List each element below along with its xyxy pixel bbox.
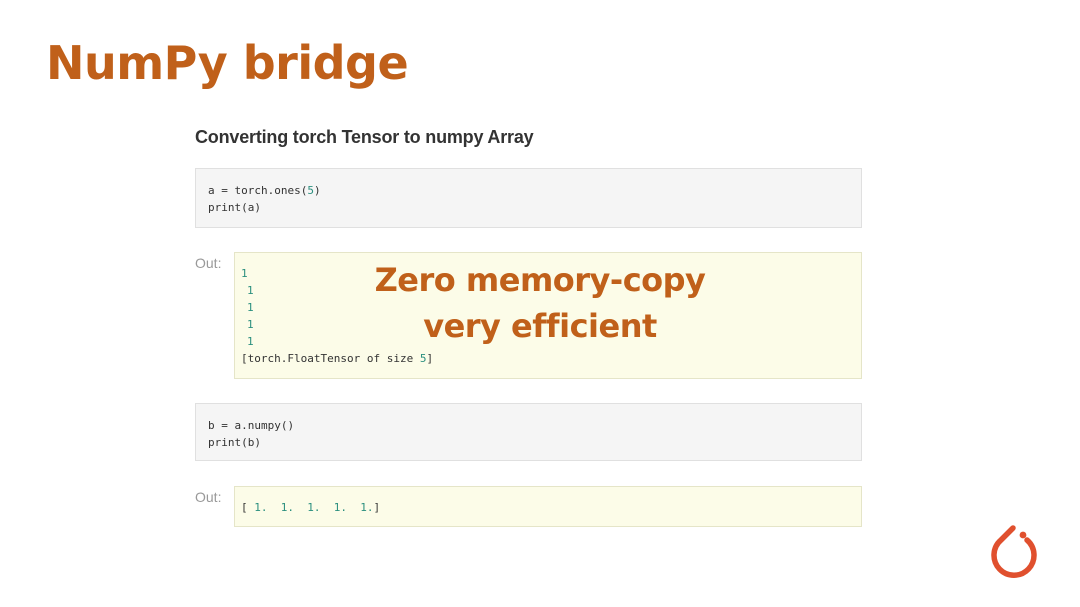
array-value: 1. — [280, 501, 294, 514]
code-text: a = torch.ones( — [208, 184, 308, 197]
section-heading: Converting torch Tensor to numpy Array — [195, 127, 534, 147]
output-array: [ 1. 1. 1. 1. 1.] — [241, 499, 855, 516]
code-line: b = a.numpy() — [208, 419, 295, 432]
output-value: 1 — [247, 301, 254, 314]
callout-line-1: Zero memory-copy — [374, 261, 706, 299]
code-cell-2[interactable]: b = a.numpy() print(b) — [195, 403, 862, 461]
callout-overlay: Zero memory-copy very efficient — [320, 257, 760, 349]
array-bracket: ] — [373, 501, 381, 514]
footer-text: ] — [426, 352, 434, 365]
array-value: 1. — [307, 501, 321, 514]
pytorch-logo-icon — [991, 525, 1037, 578]
output-cell-2: [ 1. 1. 1. 1. 1.] — [234, 486, 862, 527]
output-value: 1 — [241, 267, 248, 280]
code-text: ) — [313, 184, 321, 197]
output-label: Out: — [195, 255, 222, 271]
output-value: 1 — [247, 318, 254, 331]
output-footer: [torch.FloatTensor of size 5] — [241, 350, 855, 367]
code-line: a = torch.ones(5) — [208, 182, 849, 199]
array-bracket: [ — [241, 501, 255, 514]
footer-number: 5 — [419, 352, 427, 365]
footer-text: [torch.FloatTensor of size — [241, 352, 420, 365]
output-value: 1 — [247, 284, 254, 297]
code-cell-1[interactable]: a = torch.ones(5) print(a) — [195, 168, 862, 228]
array-value: 1. — [333, 501, 347, 514]
code-number: 5 — [307, 184, 314, 197]
array-value: 1. — [254, 501, 268, 514]
output-label: Out: — [195, 489, 222, 505]
array-value: 1. — [360, 501, 374, 514]
slide-title: NumPy bridge — [46, 36, 409, 90]
code-line: print(b) — [208, 436, 261, 449]
output-value: 1 — [247, 335, 254, 348]
output-cell-1: 1 1 1 1 1 [torch.FloatTensor of size 5] — [234, 252, 862, 379]
callout-line-2: very efficient — [423, 307, 657, 345]
code-line: print(a) — [208, 201, 261, 214]
